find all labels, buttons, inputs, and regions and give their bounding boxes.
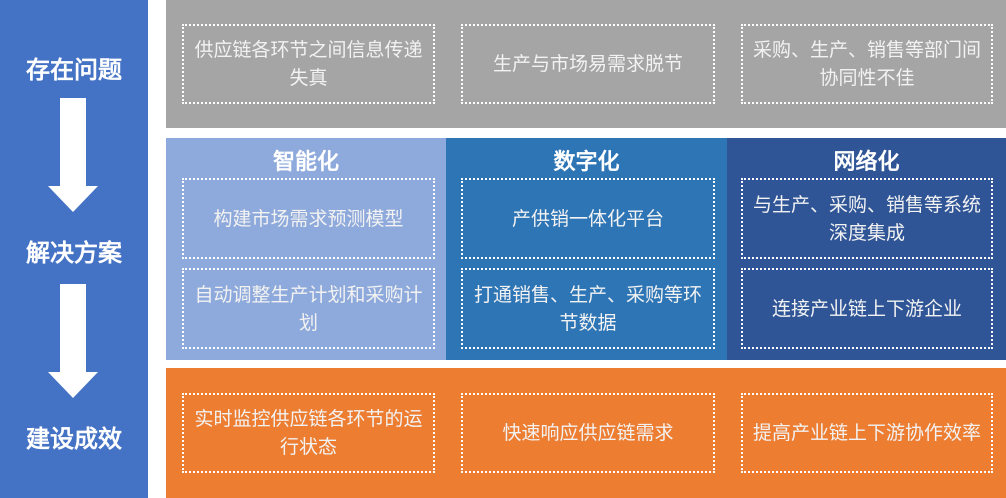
solution-title: 智能化 xyxy=(272,150,339,175)
solutions-band: 智能化 构建市场需求预测模型 自动调整生产计划和采购计划 数字化 产供销一体化平… xyxy=(166,138,1006,360)
arrow-down-icon xyxy=(48,284,98,400)
solution-title: 数字化 xyxy=(553,150,620,175)
problems-band: 供应链各环节之间信息传递失真 生产与市场易需求脱节 采购、生产、销售等部门间协同… xyxy=(166,0,1006,128)
solution-box: 连接产业链上下游企业 xyxy=(741,268,993,349)
stage-label-problems: 存在问题 xyxy=(26,56,122,84)
result-box: 提高产业链上下游协作效率 xyxy=(741,393,993,473)
arrow-down-icon xyxy=(48,98,98,214)
solution-box: 打通销售、生产、采购等环节数据 xyxy=(461,268,715,349)
stage-label-solutions: 解决方案 xyxy=(26,239,122,267)
result-box: 快速响应供应链需求 xyxy=(461,393,715,473)
problem-box: 生产与市场易需求脱节 xyxy=(461,24,715,104)
solution-box: 自动调整生产计划和采购计划 xyxy=(182,268,435,349)
stage-column: 存在问题 解决方案 建设成效 xyxy=(0,0,148,498)
solution-box: 构建市场需求预测模型 xyxy=(182,178,435,259)
problem-box: 供应链各环节之间信息传递失真 xyxy=(182,24,435,104)
solution-title: 网络化 xyxy=(833,150,900,175)
solution-column-intelligent: 智能化 构建市场需求预测模型 自动调整生产计划和采购计划 xyxy=(166,138,446,360)
stage-label-results: 建设成效 xyxy=(26,425,122,453)
solution-box: 与生产、采购、销售等系统深度集成 xyxy=(741,178,993,259)
results-band: 实时监控供应链各环节的运行状态 快速响应供应链需求 提高产业链上下游协作效率 xyxy=(166,368,1006,498)
solution-column-network: 网络化 与生产、采购、销售等系统深度集成 连接产业链上下游企业 xyxy=(727,138,1006,360)
problem-box: 采购、生产、销售等部门间协同性不佳 xyxy=(741,24,993,104)
solution-column-digital: 数字化 产供销一体化平台 打通销售、生产、采购等环节数据 xyxy=(446,138,727,360)
solution-box: 产供销一体化平台 xyxy=(461,178,715,259)
result-box: 实时监控供应链各环节的运行状态 xyxy=(182,393,435,473)
